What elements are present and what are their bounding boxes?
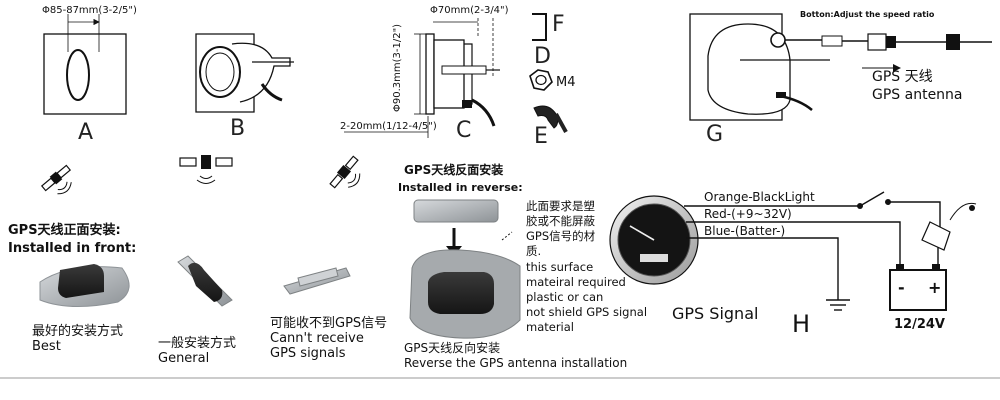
install-front-title-en: Installed in front:: [8, 241, 137, 256]
gauge-front: [609, 195, 699, 285]
case-general-illustration: [177, 255, 233, 307]
surface-note-cn-4: 质.: [526, 244, 542, 258]
battery-voltage-label: 12/24V: [894, 317, 945, 332]
case-general-label: 一般安装方式 General: [158, 336, 237, 366]
figure-f-bracket: [532, 13, 547, 41]
figure-b-gauge-mounted: [195, 33, 294, 113]
ground-icon: [826, 299, 850, 311]
satellite-icon: [329, 155, 361, 189]
figure-g-gauge-back: [689, 13, 992, 121]
surface-note-en-1: this surface: [526, 260, 594, 274]
install-reverse-title-en: Installed in reverse:: [398, 181, 523, 194]
reverse-caption-en: Reverse the GPS antenna installation: [404, 356, 628, 370]
speed-ratio-note: Botton:Adjust the speed ratio: [800, 10, 935, 19]
reverse-antenna-top: [413, 199, 499, 256]
figure-f-letter: F: [552, 12, 565, 37]
plug-icon: [921, 202, 977, 251]
battery-icon: [889, 264, 947, 311]
surface-note-en-2: mateiral required: [526, 275, 626, 289]
install-front-title-cn: GPS天线正面安装:: [8, 223, 121, 238]
reverse-caption-cn: GPS天线反向安装: [404, 341, 501, 355]
satellite-icon: [179, 155, 233, 184]
wire-red-label: Red-(+9~32V): [704, 207, 792, 221]
wiring-diagram: [684, 201, 941, 300]
gps-antenna-label-cn: GPS 天线: [872, 69, 933, 85]
battery-negative-sign: -: [898, 278, 905, 297]
nut-icon: [529, 69, 553, 91]
figure-c-side-profile: [344, 18, 500, 138]
figure-c-dim-top: Φ70mm(2-3/4"): [430, 5, 509, 16]
surface-note-cn-1: 此面要求是塑: [526, 199, 595, 213]
figure-c-dim-bottom: 2-20mm(1/12-4/5"): [340, 121, 437, 132]
figure-c-letter: C: [456, 118, 472, 143]
case-cannot-receive-illustration: [283, 267, 351, 295]
figure-a-dimension: Φ85-87mm(3-2/5"): [42, 5, 137, 16]
surface-note-cn-2: 胶或不能屏蔽: [526, 214, 595, 228]
case-best-label: 最好的安装方式 Best: [32, 324, 124, 354]
gps-antenna-label-en: GPS antenna: [872, 87, 963, 103]
case-cannot-receive-label: 可能收不到GPS信号 Cann't receive GPS signals: [270, 316, 388, 361]
figure-b-letter: B: [230, 116, 246, 141]
surface-note-en-4: not shield GPS signal: [526, 305, 648, 319]
figure-c-dim-side: Φ90.3mm(3-1/2"): [392, 23, 403, 112]
bracket-icon: [533, 105, 568, 133]
satellite-icon: [40, 164, 72, 195]
nut-size-label: M4: [556, 75, 576, 90]
gps-signal-label: GPS Signal: [672, 304, 759, 323]
figure-a-letter: A: [78, 120, 94, 145]
switch-icon: [857, 191, 891, 209]
install-reverse-title-cn: GPS天线反面安装: [404, 163, 504, 177]
figure-a-panel: [43, 14, 127, 115]
figure-d-letter: D: [534, 44, 551, 69]
battery-positive-sign: +: [928, 278, 942, 297]
wire-orange-label: Orange-BlackLight: [704, 190, 815, 204]
figure-h-letter: H: [792, 310, 811, 338]
surface-note-en-3: plastic or can: [526, 290, 604, 304]
case-best-illustration: [39, 264, 130, 308]
figure-e-letter: E: [534, 124, 548, 149]
reverse-antenna-surface: [409, 231, 521, 339]
wire-blue-label: Blue-(Batter-): [704, 224, 786, 238]
surface-note-cn-3: GPS信号的材: [526, 229, 596, 243]
surface-note-en-5: material: [526, 320, 574, 334]
figure-g-letter: G: [706, 122, 724, 147]
